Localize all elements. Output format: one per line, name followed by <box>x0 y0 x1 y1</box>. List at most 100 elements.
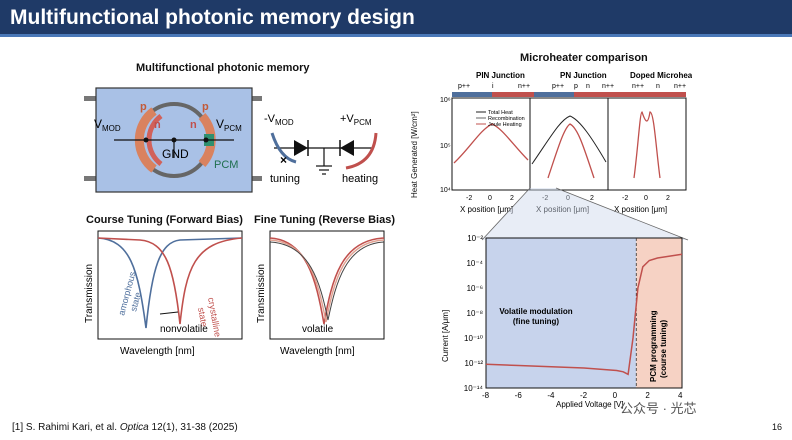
x-tick: 0 <box>644 195 648 202</box>
legend-joule: Joule Heating <box>488 122 522 128</box>
xlabel-pin: X position [μm] <box>460 205 513 214</box>
doping-bar-p <box>534 92 574 97</box>
nonvolatile-arrow <box>159 311 179 315</box>
region1b-label: (fine tuning) <box>513 317 560 326</box>
region-label: n++ <box>632 83 644 90</box>
heating-label: heating <box>342 173 378 185</box>
region-label: i <box>492 83 494 90</box>
doping-bar-p <box>452 92 492 97</box>
device-heading: Multifunctional photonic memory <box>136 62 310 74</box>
region2-label: PCM programming <box>649 310 658 382</box>
y-tick-label: 10⁻¹² <box>465 359 484 368</box>
pcm-label: PCM <box>214 159 238 171</box>
zoom-shade <box>482 188 688 240</box>
legend-total: Total Heat <box>488 110 513 116</box>
pn-curve-total <box>531 115 607 165</box>
tuning-arrow <box>270 132 297 164</box>
contact-dot <box>203 137 209 143</box>
plot-frame <box>269 230 385 340</box>
title-bar: Multifunctional photonic memory design <box>0 0 792 37</box>
doped-frame <box>607 97 687 191</box>
region-label: n++ <box>602 83 614 90</box>
region1-label: Volatile modulation <box>499 307 572 316</box>
zoom-line <box>555 187 689 241</box>
y-tick-label: 10⁻⁴ <box>466 259 483 268</box>
fine-ylabel: Transmission <box>256 264 267 323</box>
fine-curve-3 <box>269 241 385 321</box>
pin-curve <box>453 123 529 164</box>
crystalline-curve <box>97 237 243 325</box>
x-tick-label: 2 <box>645 391 650 400</box>
fine-xlabel: Wavelength [nm] <box>280 346 355 357</box>
p-right-label: p <box>202 101 209 113</box>
amorphous-state-label: state <box>128 291 143 312</box>
x-tick-label: -2 <box>580 391 588 400</box>
iv-curve <box>485 253 683 376</box>
x-tick: -2 <box>466 195 472 202</box>
region-label: p++ <box>552 83 564 90</box>
x-tick: 0 <box>566 195 570 202</box>
contact-dot <box>143 137 149 143</box>
watermark: 公众号 · 光芯 <box>620 401 697 416</box>
panel-title-pn: PN Junction <box>560 71 607 80</box>
course-xlabel: Wavelength [nm] <box>120 346 195 357</box>
circuit-pos-label: +VPCM <box>340 113 372 127</box>
course-ylabel: Transmission <box>84 264 95 323</box>
pn-frame <box>529 97 609 191</box>
n-left-label: n <box>154 119 161 131</box>
volatile-region <box>486 238 637 388</box>
tuning-label: tuning <box>270 173 300 185</box>
y-tick: 10⁶ <box>440 97 451 104</box>
region2b-label: (course tuning) <box>659 319 668 378</box>
y-tick-label: 10⁻⁸ <box>467 309 484 318</box>
iv-xlabel: Applied Voltage [V] <box>556 400 624 409</box>
region-label: n <box>656 83 660 90</box>
panel-title-pin: PIN Junction <box>476 71 525 80</box>
legend-recombination: Recombination <box>488 116 525 122</box>
xlabel-doped: X position [μm] <box>614 205 667 214</box>
panel-title-doped: Doped Microheater <box>630 71 692 80</box>
x-tick: 2 <box>590 195 594 202</box>
y-tick-label: 10⁻¹⁰ <box>464 334 483 343</box>
n-right-label: n <box>190 119 197 131</box>
doped-curve <box>633 111 661 179</box>
fine-heading: Fine Tuning (Reverse Bias) <box>254 214 395 226</box>
microheater-plots: PIN Junction PN Junction Doped Microheat… <box>440 71 692 214</box>
amorphous-curve <box>97 237 243 329</box>
x-tick-label: -4 <box>547 391 555 400</box>
x-tick-label: 0 <box>613 391 618 400</box>
slide-title: Multifunctional photonic memory design <box>10 6 415 29</box>
device-schematic: VMOD VPCM GND p n p n PCM -VMOD +VPCM × … <box>84 87 378 193</box>
gnd-label: GND <box>162 147 189 161</box>
diode-left <box>294 140 308 156</box>
x-tick: 2 <box>510 195 514 202</box>
v-mod-label: VMOD <box>94 117 121 133</box>
fine-tuning-plot: Transmission volatile Wavelength [nm] <box>256 230 385 357</box>
x-tick: -2 <box>622 195 628 202</box>
zoom-lines <box>481 187 689 241</box>
nonvolatile-label: nonvolatile <box>160 324 208 335</box>
x-tick-label: 4 <box>678 391 683 400</box>
citation: [1] S. Rahimi Kari, et al. Optica 12(1),… <box>12 422 238 433</box>
p-left-label: p <box>140 101 147 113</box>
pcm-region <box>636 238 682 388</box>
region-label: p++ <box>458 83 470 90</box>
microheater-heading: Microheater comparison <box>520 52 648 64</box>
zoom-line <box>481 187 531 241</box>
region-label: n++ <box>674 83 686 90</box>
crystalline-state-label: state <box>196 307 209 328</box>
heating-arrow <box>345 132 378 170</box>
iv-ylabel: Current [A/μm] <box>441 310 450 362</box>
microheater-ylabel: Heat Generated [W/cm²] <box>410 111 419 198</box>
course-tuning-plot: Transmission amorphous state crystalline… <box>84 230 243 357</box>
x-tick: -2 <box>542 195 548 202</box>
region-label: n++ <box>518 83 530 90</box>
diode-right <box>340 140 354 156</box>
v-pcm-label: VPCM <box>216 117 242 133</box>
volatile-label: volatile <box>302 324 334 335</box>
xlabel-pn: X position [μm] <box>536 205 589 214</box>
y-tick-label: 10⁻⁶ <box>467 284 483 293</box>
cross-mark: × <box>280 153 287 167</box>
y-tick-label: 10⁻² <box>467 234 483 243</box>
